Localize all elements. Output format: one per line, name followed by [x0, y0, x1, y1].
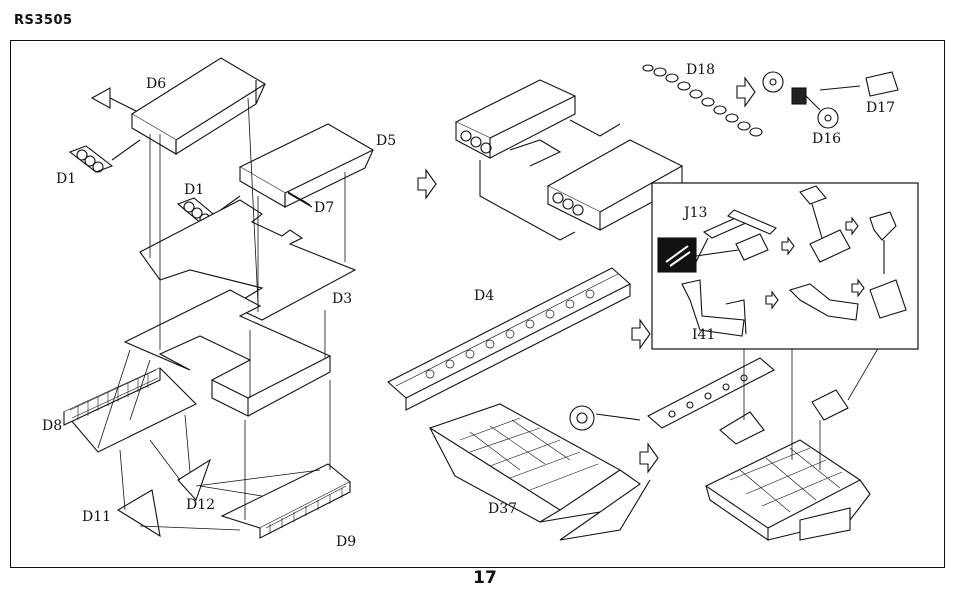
label-d4: D4	[474, 288, 495, 304]
part-right-b	[811, 389, 849, 421]
assembled-top	[454, 79, 684, 241]
part-d3	[139, 199, 357, 321]
label-d12: D12	[186, 497, 216, 513]
part-d16	[762, 71, 839, 129]
part-d5	[238, 123, 375, 208]
part-right-a	[719, 411, 765, 445]
label-d9: D9	[336, 534, 357, 550]
label-d1-left: D1	[56, 171, 77, 187]
part-d37	[428, 403, 651, 541]
part-d11	[116, 489, 161, 538]
label-d5: D5	[376, 133, 397, 149]
label-d16: D16	[812, 131, 842, 147]
part-gear	[569, 405, 641, 431]
part-d1-left	[68, 145, 114, 173]
page-number: 17	[473, 568, 497, 588]
label-d1-mid: D1	[184, 182, 205, 198]
label-i41: I41	[692, 327, 716, 343]
part-d4	[387, 267, 631, 411]
rail-right	[647, 357, 775, 429]
part-d12	[177, 458, 212, 502]
floor-plate	[123, 289, 332, 417]
instruction-frame	[10, 40, 945, 568]
label-d6: D6	[146, 76, 167, 92]
step-arrows	[417, 76, 756, 474]
label-d18: D18	[686, 62, 716, 78]
label-d17: D17	[866, 100, 896, 116]
part-d18	[642, 64, 763, 137]
label-d37: D37	[488, 501, 518, 517]
hull-right	[704, 439, 871, 542]
label-d3: D3	[332, 291, 353, 307]
inset-contents	[657, 185, 907, 337]
part-d7	[287, 191, 311, 206]
part-d8	[63, 367, 197, 453]
arrow-line	[109, 97, 139, 113]
kit-code: RS3505	[14, 13, 73, 28]
triangle-part	[90, 87, 111, 109]
label-d11: D11	[82, 509, 112, 525]
label-d8: D8	[42, 418, 63, 434]
guide-lines	[97, 97, 346, 531]
part-d9	[220, 463, 351, 539]
part-d17	[865, 71, 899, 97]
label-d7: D7	[314, 200, 335, 216]
part-d6	[130, 57, 267, 155]
label-j13: J13	[684, 205, 708, 221]
